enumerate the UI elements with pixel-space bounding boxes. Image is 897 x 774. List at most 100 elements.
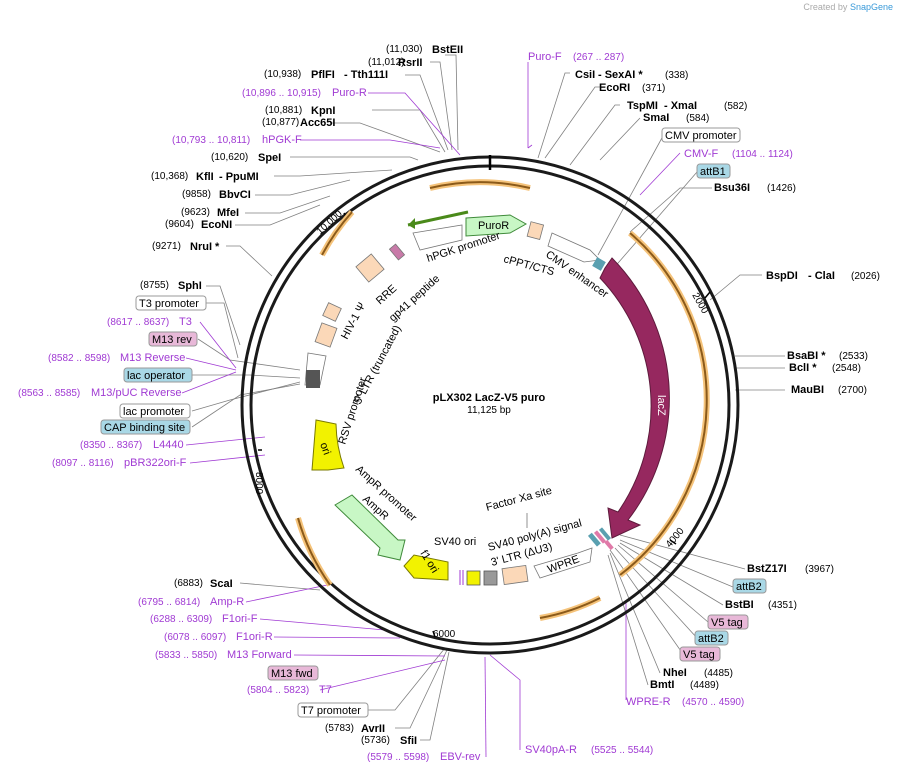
primer-label: (1104 .. 1124) <box>732 149 793 160</box>
feature-box-label: CMV promoter <box>665 130 737 142</box>
cppt-box <box>526 221 545 241</box>
primer-label: Puro-R <box>332 87 367 99</box>
enzyme-pos: (10,938) <box>264 69 301 80</box>
factor-xa-label: Factor Xa site <box>485 485 554 514</box>
enzyme-pos: (2548) <box>832 363 861 374</box>
ori-label: ori <box>317 441 332 457</box>
primer-lines <box>181 62 681 758</box>
ltr3-box <box>501 564 529 586</box>
sv40-ori-label: SV40 ori <box>434 536 476 548</box>
enzyme-name: BstEII <box>432 44 463 56</box>
primer-label: (10,793 .. 10,811) <box>172 135 250 146</box>
label-box <box>123 367 193 383</box>
enzyme-alt: - PpuMI <box>219 171 259 183</box>
enzyme-alt: - XmaI <box>664 100 697 112</box>
label-box <box>297 702 369 718</box>
feature-box-label: M13 rev <box>152 334 192 346</box>
label-box <box>148 331 198 347</box>
puro-orf-arrow <box>407 210 469 227</box>
gp41-box <box>388 243 406 261</box>
primer-label: (6795 .. 6814) <box>138 597 200 608</box>
primer-label: T7 <box>319 684 332 696</box>
primer-label: (8582 .. 8598) <box>48 353 110 364</box>
snapgene-logo-text: SnapGene <box>849 2 893 12</box>
f1-ori-feature <box>403 554 449 581</box>
primer-label: F1ori-R <box>236 631 273 643</box>
puror-feature <box>465 214 528 237</box>
hiv-psi-label: HIV-1 Ψ <box>339 301 368 342</box>
enzyme-pos: (4489) <box>690 680 719 691</box>
plasmid-name: pLX302 LacZ-V5 puro <box>433 392 546 404</box>
enzyme-name: BsaBI * <box>787 350 826 362</box>
primer-label: SV40pA-R <box>525 744 577 756</box>
primer-label: EBV-rev <box>440 751 481 763</box>
primer-label: hPGK-F <box>262 134 302 146</box>
ltr5-box <box>314 322 338 348</box>
enzyme-pos: (2026) <box>851 271 880 282</box>
cmv-enhancer-feature <box>547 232 601 263</box>
ltr5-label: 5' LTR (truncated) <box>352 324 404 407</box>
enzyme-pos: (3967) <box>805 564 834 575</box>
enzyme-name: EcoNI <box>201 219 232 231</box>
enzyme-name: BclI * <box>789 362 817 374</box>
primer-label: M13 Forward <box>227 649 292 661</box>
feature-box-label: lac promoter <box>123 406 184 418</box>
attb1-mark <box>592 257 606 271</box>
lacz-label: lacZ <box>655 395 667 416</box>
enzyme-pos: (4485) <box>704 668 733 679</box>
enzyme-pos: (9604) <box>165 219 194 230</box>
primer-label: Amp-R <box>210 596 244 608</box>
ori-feature <box>311 419 345 471</box>
boxed-labels-left: T3 promoter M13 rev lac operator lac pro… <box>100 295 369 718</box>
gp41-label: gp41 peptide <box>387 273 442 324</box>
enzyme-name: PflFI <box>311 69 335 81</box>
label-box <box>593 530 607 544</box>
label-box <box>707 614 749 630</box>
label-box <box>679 646 721 662</box>
enzyme-name: RsrII <box>398 57 422 69</box>
enzyme-name: BspDI <box>766 270 798 282</box>
boxed-labels-right: CMV promoter attB1 attB2 V5 tag attB2 V5… <box>661 127 767 662</box>
label-box <box>135 295 207 311</box>
primer-label: T3 <box>179 316 192 328</box>
enzyme-name: NruI * <box>190 241 220 253</box>
wpre-label: WPRE <box>546 553 581 576</box>
lacz-end-marks <box>587 527 614 551</box>
enzyme-pos: (2533) <box>839 351 868 362</box>
enzyme-pos: (584) <box>686 113 709 124</box>
enzyme-alt: - ClaI <box>808 270 835 282</box>
label-box <box>119 403 191 419</box>
primer-label: M13 Reverse <box>120 352 185 364</box>
enzyme-pos: (9271) <box>152 241 181 252</box>
primer-label: pBR322ori-F <box>124 457 187 469</box>
primer-label: (10,896 .. 10,915) <box>242 88 321 99</box>
enzyme-name: TspMI <box>627 100 658 112</box>
sv40-marks <box>459 570 464 585</box>
enzyme-pos: (8755) <box>140 280 169 291</box>
primer-label: (8617 .. 8637) <box>107 317 169 328</box>
sv40-ori-box <box>466 570 481 586</box>
enzyme-name: KpnI <box>311 105 335 117</box>
enzyme-name: SpeI <box>258 152 281 164</box>
lacz-feature <box>599 257 670 539</box>
feature-box-label: T3 promoter <box>139 298 199 310</box>
enzyme-name: MfeI <box>217 207 239 219</box>
enzyme-pos: (1426) <box>767 183 796 194</box>
label-box <box>694 630 729 646</box>
enzyme-name: SphI <box>178 280 202 292</box>
enzyme-labels-right: CsiI - SexAI * (338) EcoRI (371) TspMI -… <box>575 69 880 691</box>
enzyme-pos: (5736) <box>361 735 390 746</box>
enzyme-name: BbvCI <box>219 189 251 201</box>
enzyme-pos: (10,877) <box>262 117 299 128</box>
rre-box <box>355 253 385 283</box>
feature-box-label: V5 tag <box>683 649 715 661</box>
enzyme-name: SfiI <box>400 735 417 747</box>
label-box <box>587 532 601 547</box>
enzyme-pos: (9623) <box>181 207 210 218</box>
primer-label: (5525 .. 5544) <box>591 745 653 756</box>
wpre-feature <box>533 547 593 579</box>
enzyme-pos: (11,030) <box>386 44 423 55</box>
feature-box-label: attB1 <box>700 166 726 178</box>
primer-label: Puro-F <box>528 51 562 63</box>
